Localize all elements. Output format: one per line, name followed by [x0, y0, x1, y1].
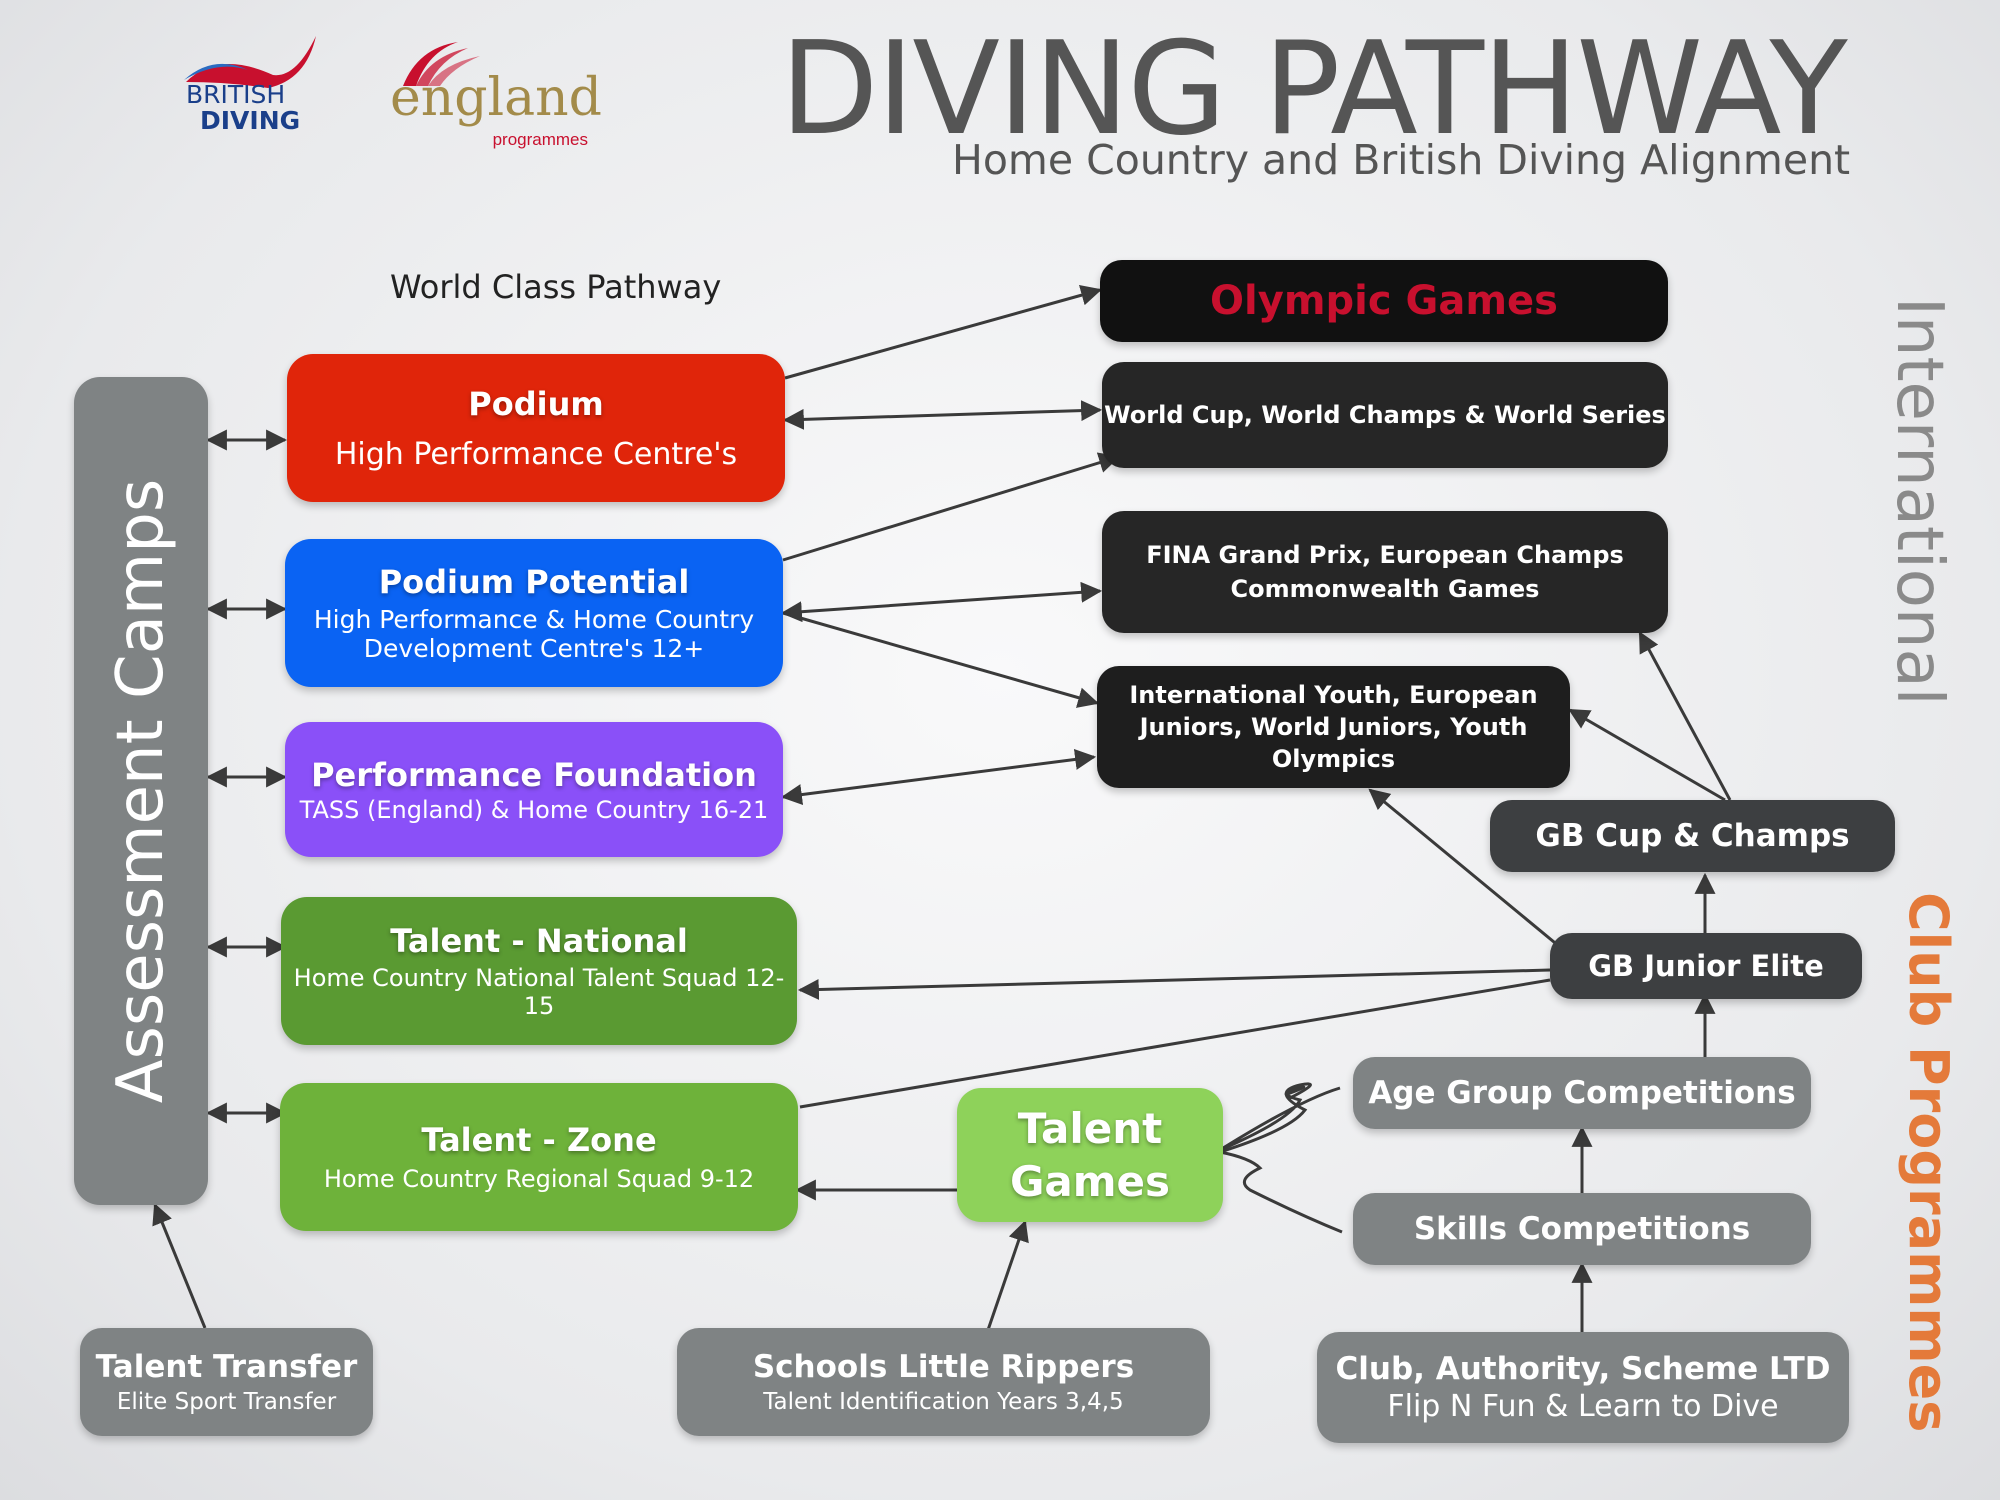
gb-junior-box: GB Junior Elite: [1550, 933, 1862, 999]
world-class-pathway-label: World Class Pathway: [390, 268, 722, 306]
page-title: DIVING PATHWAY: [780, 15, 1848, 164]
talent-transfer-box: Talent Transfer Elite Sport Transfer: [80, 1328, 373, 1436]
podium-box: Podium High Performance Centre's: [287, 354, 785, 502]
youth-line3: Olympics: [1271, 745, 1396, 773]
page-subtitle: Home Country and British Diving Alignmen…: [952, 136, 1851, 184]
club-ltd-title: Club, Authority, Scheme LTD: [1335, 1351, 1831, 1387]
gb-junior-label: GB Junior Elite: [1588, 949, 1824, 983]
swoosh-icon: [184, 36, 316, 88]
fina-line2: Commonwealth Games: [1230, 575, 1540, 603]
talent-national-box: Talent - National Home Country National …: [281, 897, 797, 1045]
talent-games-line2: Games: [1009, 1157, 1171, 1206]
talent-national-title: Talent - National: [390, 922, 688, 960]
olympic-games-label: Olympic Games: [1210, 278, 1558, 324]
talent-zone-box: Talent - Zone Home Country Regional Squa…: [280, 1083, 798, 1231]
talent-zone-sub: Home Country Regional Squad 9-12: [323, 1165, 755, 1193]
england-programmes-logo: england programmes: [388, 38, 602, 149]
podium-title: Podium: [468, 384, 604, 423]
world-cup-label: World Cup, World Champs & World Series: [1104, 401, 1666, 429]
talent-transfer-title: Talent Transfer: [95, 1349, 358, 1385]
talent-transfer-sub: Elite Sport Transfer: [116, 1389, 337, 1415]
performance-foundation-title: Performance Foundation: [311, 755, 757, 794]
olympic-games-box: Olympic Games: [1100, 260, 1668, 342]
youth-line1: International Youth, European: [1129, 681, 1538, 709]
logo-british-text: BRITISH: [186, 80, 286, 109]
talent-zone-title: Talent - Zone: [421, 1121, 657, 1159]
club-ltd-box: Club, Authority, Scheme LTD Flip N Fun &…: [1317, 1332, 1849, 1443]
talent-national-sub: Home Country National Talent Squad 12-15: [293, 964, 785, 1020]
fina-line1: FINA Grand Prix, European Champs: [1146, 541, 1624, 569]
logo-programmes-text: programmes: [492, 130, 588, 149]
talent-games-box: Talent Games: [957, 1088, 1223, 1222]
performance-foundation-sub: TASS (England) & Home Country 16-21: [299, 795, 769, 824]
feather-icon: [403, 42, 480, 86]
logo-diving-text: DIVING: [200, 106, 301, 135]
podium-potential-sub2: Development Centre's 12+: [363, 634, 705, 663]
assessment-camps-bar: Assessment Camps: [74, 377, 208, 1205]
logo-england-text: england: [390, 68, 602, 128]
age-group-label: Age Group Competitions: [1368, 1075, 1796, 1111]
skills-box: Skills Competitions: [1353, 1193, 1811, 1265]
fina-box: FINA Grand Prix, European Champs Commonw…: [1102, 511, 1668, 633]
age-group-box: Age Group Competitions: [1353, 1057, 1811, 1129]
performance-foundation-box: Performance Foundation TASS (England) & …: [285, 722, 783, 857]
schools-sub: Talent Identification Years 3,4,5: [763, 1389, 1124, 1415]
assessment-camps-label: Assessment Camps: [104, 478, 178, 1104]
podium-potential-title: Podium Potential: [378, 563, 690, 601]
british-diving-logo: BRITISH DIVING: [178, 30, 328, 140]
podium-potential-box: Podium Potential High Performance & Home…: [285, 539, 783, 687]
schools-box: Schools Little Rippers Talent Identifica…: [677, 1328, 1210, 1436]
skills-label: Skills Competitions: [1413, 1211, 1751, 1247]
schools-title: Schools Little Rippers: [752, 1349, 1135, 1385]
gb-cup-box: GB Cup & Champs: [1490, 800, 1895, 872]
world-cup-box: World Cup, World Champs & World Series: [1102, 362, 1668, 468]
gb-cup-label: GB Cup & Champs: [1535, 818, 1850, 854]
talent-games-line1: Talent: [1017, 1104, 1163, 1153]
podium-sub: High Performance Centre's: [334, 436, 738, 472]
youth-box: International Youth, European Juniors, W…: [1097, 666, 1570, 788]
club-ltd-sub: Flip N Fun & Learn to Dive: [1387, 1389, 1779, 1424]
podium-potential-sub1: High Performance & Home Country: [313, 605, 755, 634]
youth-line2: Juniors, World Juniors, Youth: [1139, 713, 1528, 741]
